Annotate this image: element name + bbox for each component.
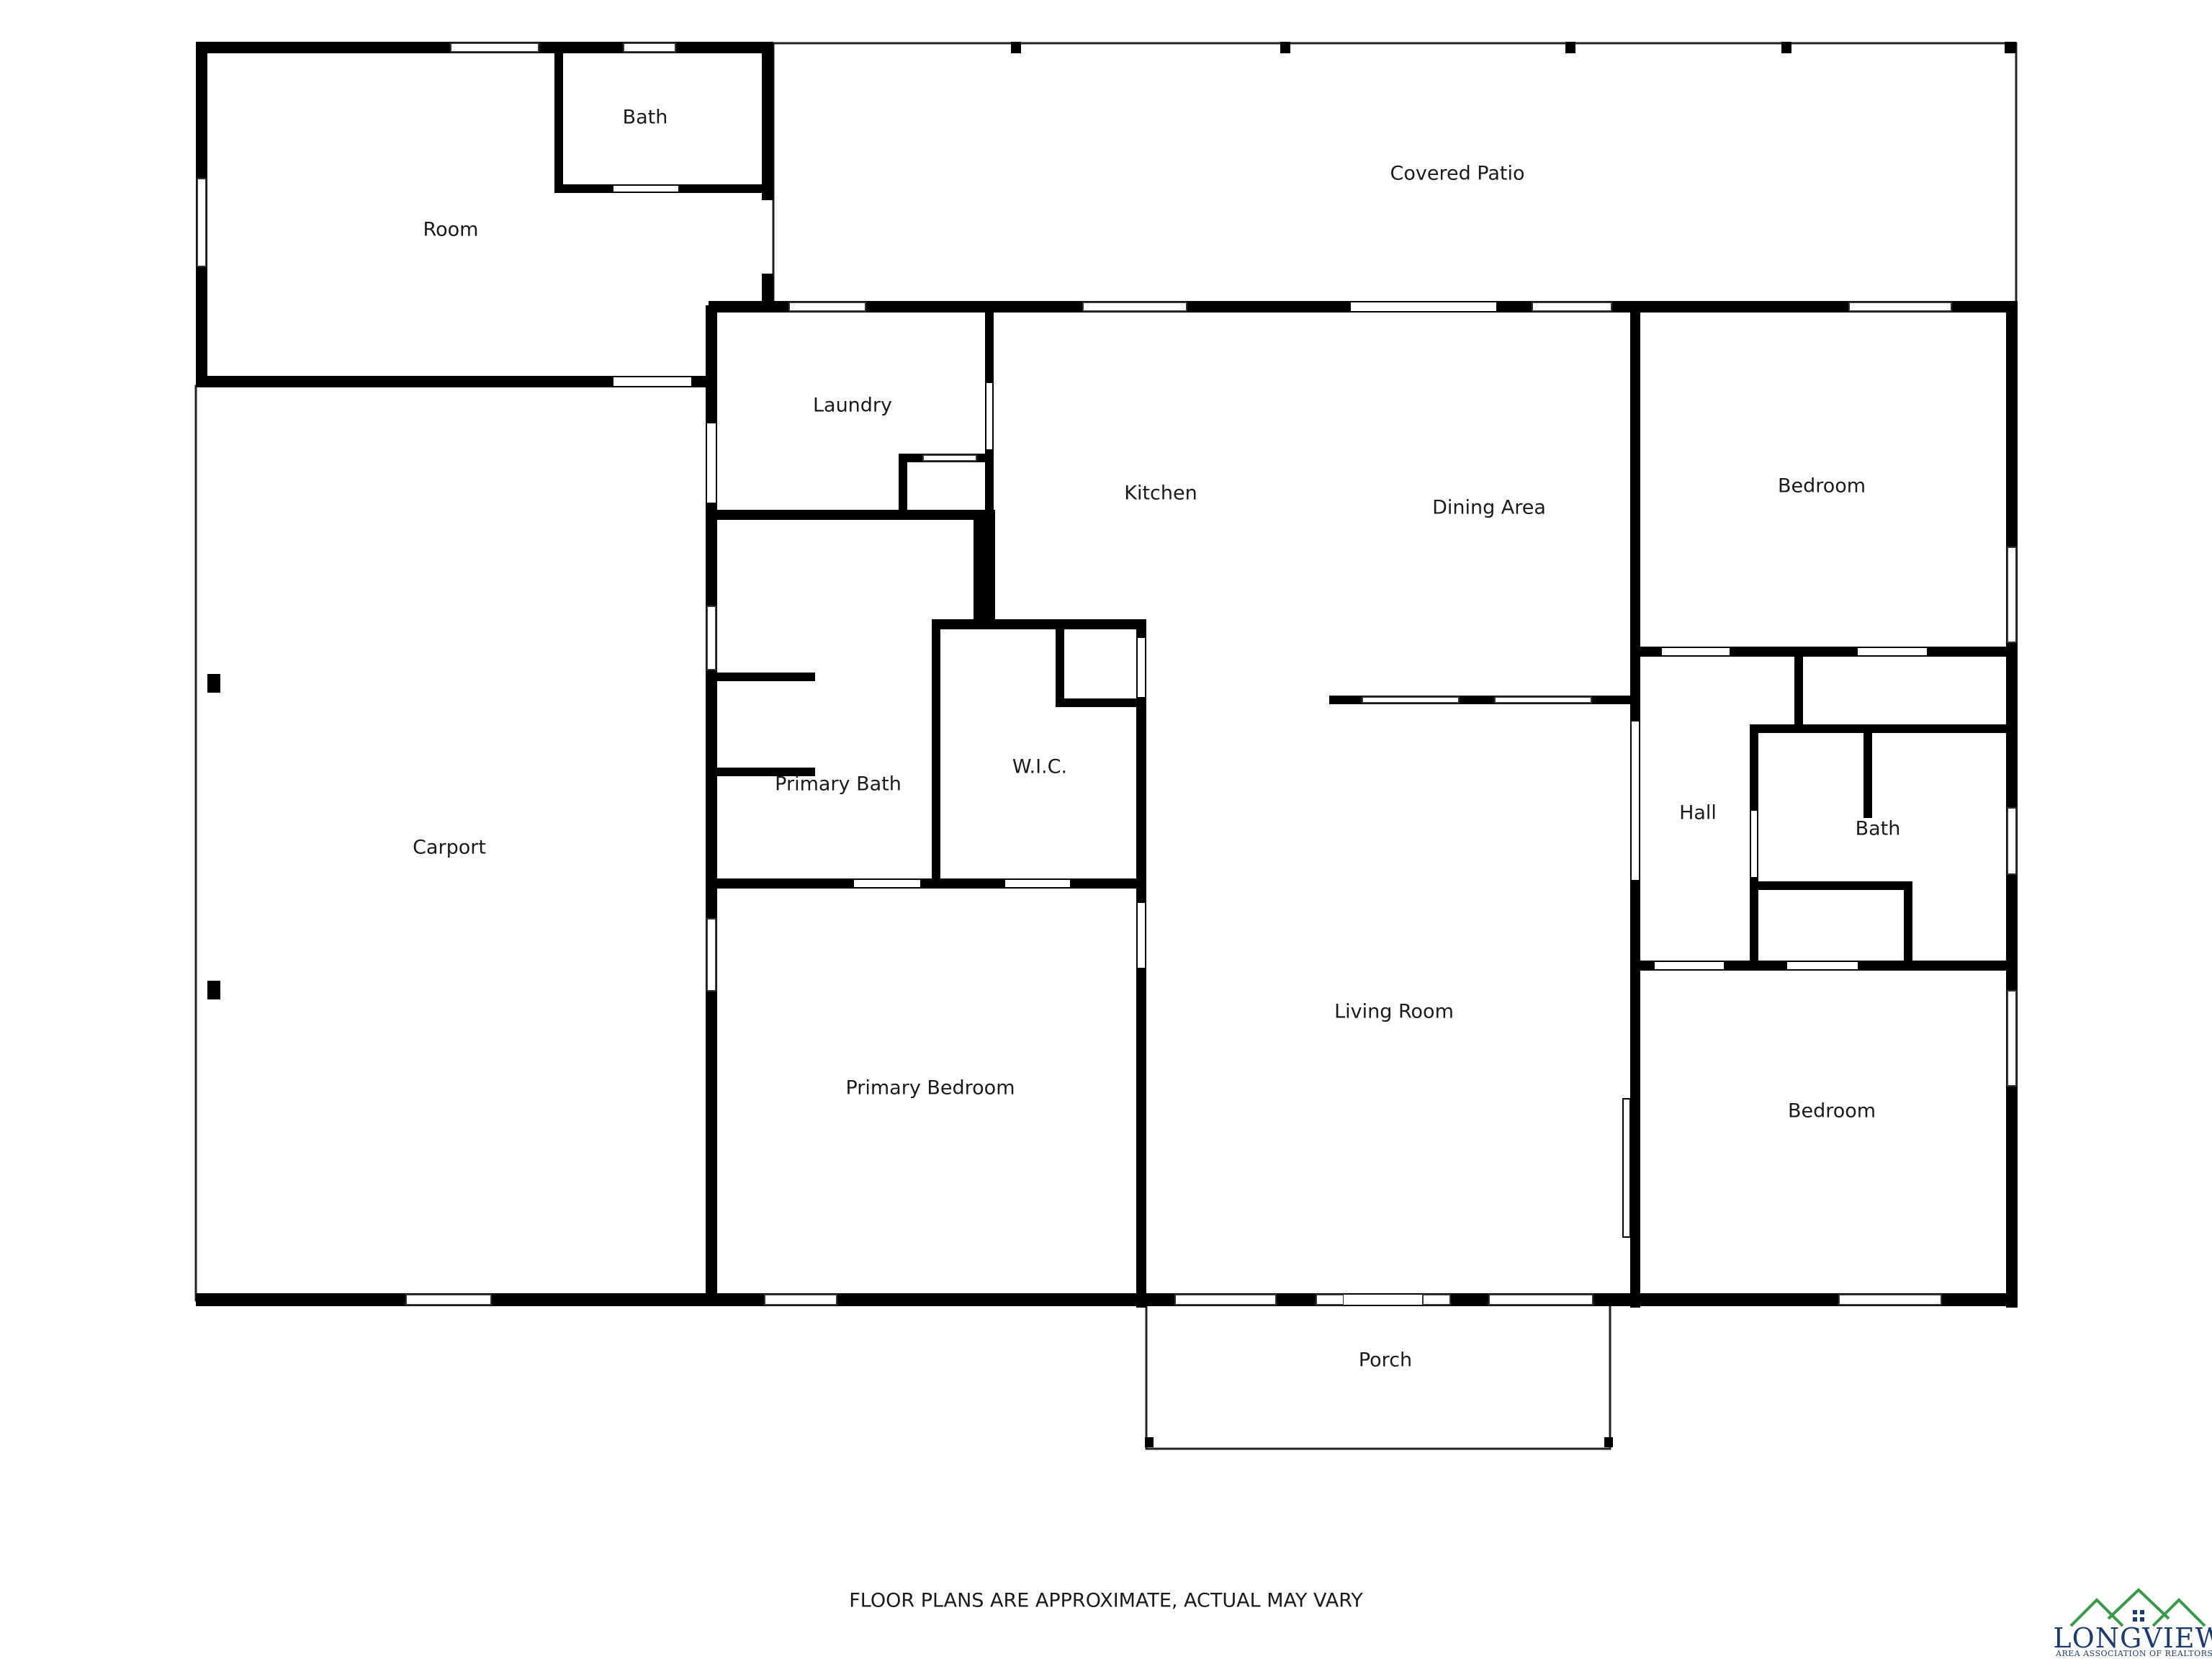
label-bedroom-upper: Bedroom bbox=[1778, 475, 1866, 498]
logo-name: LONGVIEW bbox=[2053, 1622, 2212, 1654]
label-primary-bath: Primary Bath bbox=[775, 773, 902, 796]
label-dining-area: Dining Area bbox=[1432, 497, 1546, 519]
disclaimer-text: FLOOR PLANS ARE APPROXIMATE, ACTUAL MAY … bbox=[849, 1590, 1363, 1612]
label-bath-upper: Bath bbox=[623, 107, 668, 129]
label-living-room: Living Room bbox=[1334, 1001, 1454, 1023]
house-roof-icon bbox=[2069, 1588, 2206, 1627]
label-porch: Porch bbox=[1359, 1349, 1412, 1372]
walls bbox=[196, 42, 2018, 1447]
label-primary-bedroom: Primary Bedroom bbox=[845, 1077, 1015, 1100]
longview-logo: LONGVIEW AREA ASSOCIATION OF REALTORS® bbox=[2053, 1588, 2212, 1658]
label-covered-patio: Covered Patio bbox=[1390, 163, 1524, 185]
porch-outline bbox=[1145, 1299, 1611, 1450]
room-labels: Room Bath Covered Patio Laundry Kitchen … bbox=[413, 107, 1900, 1372]
logo-tagline: AREA ASSOCIATION OF REALTORS® bbox=[2055, 1649, 2212, 1658]
label-bedroom-lower: Bedroom bbox=[1788, 1100, 1876, 1123]
label-hall: Hall bbox=[1679, 802, 1717, 824]
label-laundry: Laundry bbox=[813, 395, 892, 417]
thin-outlines bbox=[194, 42, 2018, 1450]
label-room: Room bbox=[423, 219, 479, 241]
label-carport: Carport bbox=[413, 837, 486, 859]
label-bath-right: Bath bbox=[1856, 818, 1901, 840]
label-wic: W.I.C. bbox=[1012, 756, 1067, 778]
house-window-icon bbox=[2133, 1610, 2144, 1622]
label-kitchen: Kitchen bbox=[1124, 482, 1197, 505]
windows bbox=[197, 42, 2017, 1305]
